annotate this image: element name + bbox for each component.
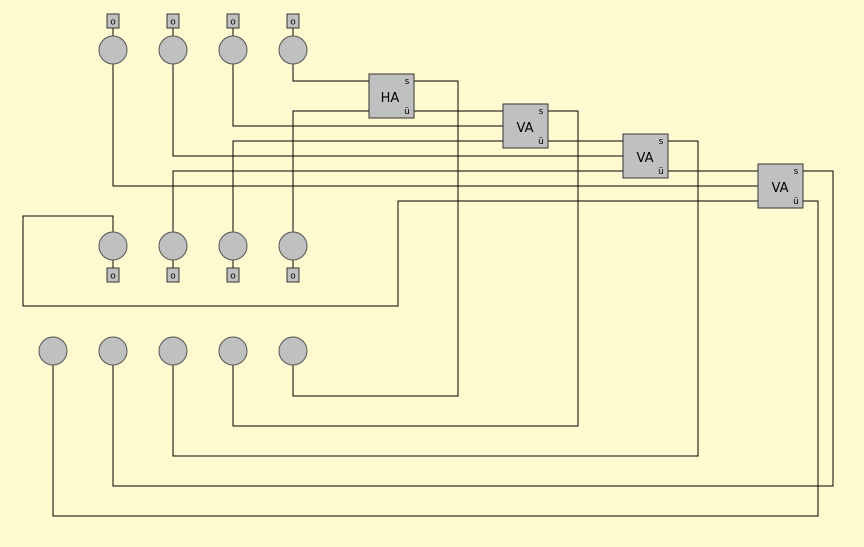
switch-label: o [110, 272, 116, 282]
sum-pin-label: s [539, 107, 544, 117]
full-adder-block-2[interactable]: VA s ü [622, 133, 669, 179]
half-adder-block[interactable]: HA s ü [368, 73, 415, 119]
output-led-carry [38, 336, 68, 366]
output-led-s3 [98, 336, 128, 366]
output-led-s1 [218, 336, 248, 366]
carry-pin-label: ü [658, 167, 664, 177]
input-switch-b1[interactable]: o [226, 267, 240, 283]
switch-label: o [290, 272, 296, 282]
block-label: HA [381, 91, 400, 106]
block-label: VA [772, 181, 789, 196]
sum-pin-label: s [794, 167, 799, 177]
output-led-s2 [158, 336, 188, 366]
input-led-a1 [218, 35, 248, 65]
input-switch-a0[interactable]: o [286, 13, 300, 29]
switch-label: o [170, 272, 176, 282]
switch-label: o [290, 18, 296, 28]
input-switch-b2[interactable]: o [166, 267, 180, 283]
sum-pin-label: s [659, 137, 664, 147]
block-label: VA [517, 121, 534, 136]
carry-pin-label: ü [404, 107, 410, 117]
switch-label: o [230, 272, 236, 282]
input-led-b0 [278, 231, 308, 261]
input-switch-a1[interactable]: o [226, 13, 240, 29]
sum-pin-label: s [405, 77, 410, 87]
input-led-b1 [218, 231, 248, 261]
wires [22, 28, 834, 517]
input-led-a3 [98, 35, 128, 65]
switch-label: o [170, 18, 176, 28]
input-led-b3 [98, 231, 128, 261]
block-label: VA [637, 151, 654, 166]
input-led-a2 [158, 35, 188, 65]
input-led-b2 [158, 231, 188, 261]
input-switch-b3[interactable]: o [106, 267, 120, 283]
switch-label: o [110, 18, 116, 28]
input-switch-b0[interactable]: o [286, 267, 300, 283]
input-switch-a2[interactable]: o [166, 13, 180, 29]
switch-label: o [230, 18, 236, 28]
output-led-s0 [278, 336, 308, 366]
carry-pin-label: ü [538, 137, 544, 147]
input-led-a0 [278, 35, 308, 65]
carry-pin-label: ü [793, 197, 799, 207]
input-switch-a3[interactable]: o [106, 13, 120, 29]
full-adder-block-1[interactable]: VA s ü [502, 103, 549, 149]
full-adder-block-3[interactable]: VA s ü [757, 163, 804, 209]
